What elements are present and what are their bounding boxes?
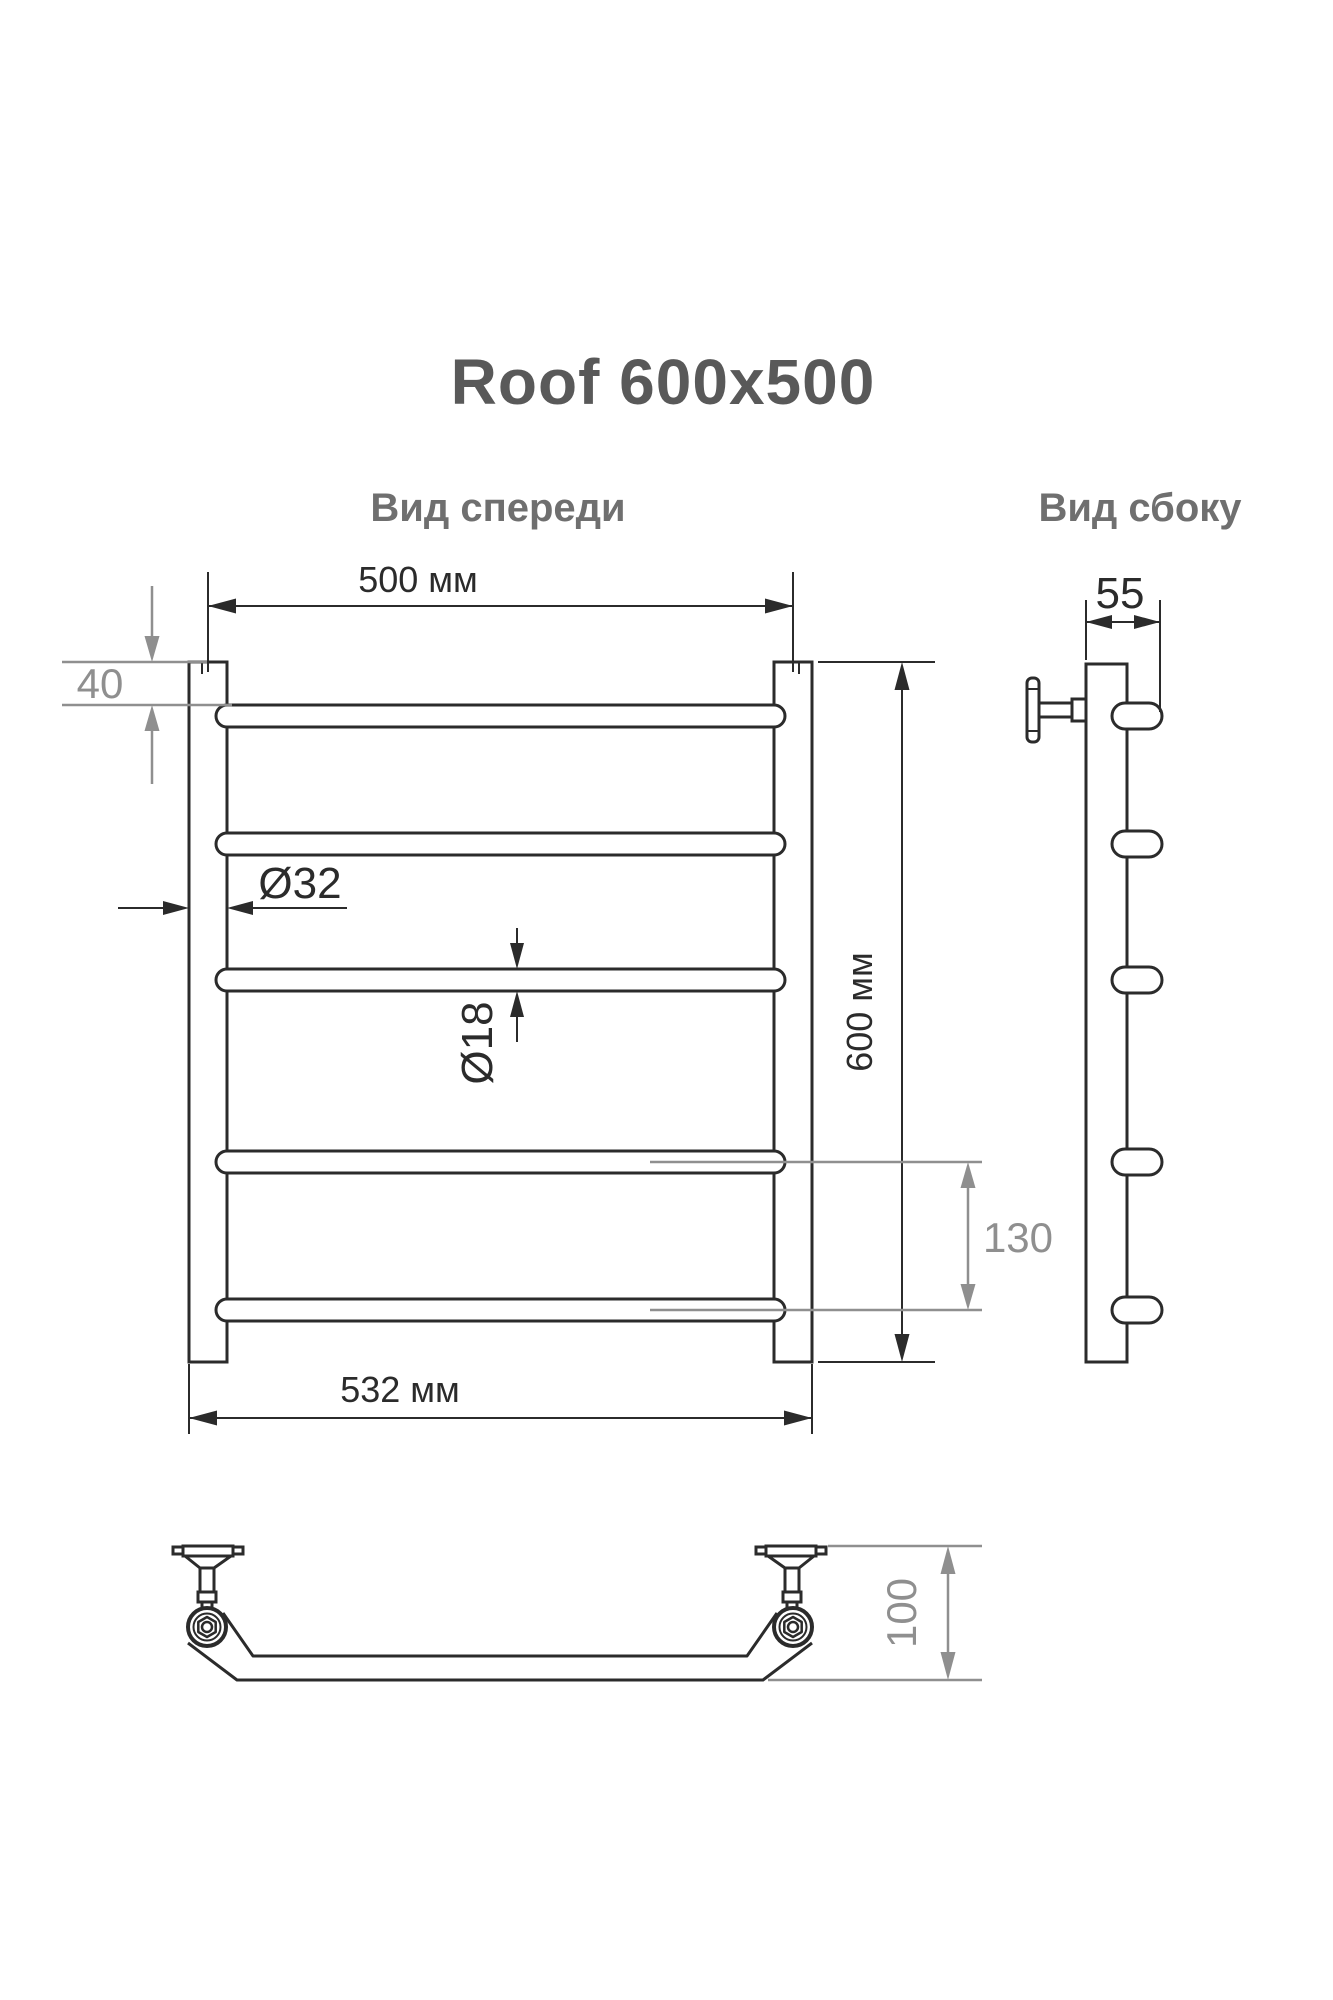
front-rung-1 <box>214 703 787 729</box>
dimension-height-label: 600 мм <box>839 952 880 1072</box>
front-rung-2 <box>214 831 787 857</box>
dimension-rung-spacing-label: 130 <box>983 1214 1053 1261</box>
dimension-top-offset: 40 <box>62 586 232 784</box>
front-view <box>187 660 814 1364</box>
bottom-right-bracket-plate <box>764 1544 818 1558</box>
dimension-top-width: 500 мм <box>207 559 794 672</box>
side-rung-end-5 <box>1110 1295 1164 1325</box>
side-view <box>1025 662 1164 1364</box>
side-rung-ends <box>1110 701 1164 1325</box>
dimension-rung-diameter-label: Ø18 <box>453 1001 502 1084</box>
dimension-wall-offset: 100 <box>768 1544 982 1682</box>
side-rail <box>1084 662 1129 1364</box>
side-bracket-plate <box>1025 676 1041 744</box>
dimension-side-depth-label: 55 <box>1096 569 1145 618</box>
side-rung-end-3 <box>1110 965 1164 995</box>
bottom-left-bracket <box>171 1544 245 1613</box>
front-right-post <box>772 660 814 1364</box>
bottom-left-bracket-stem <box>198 1566 216 1594</box>
dimension-outer-width: 532 мм <box>188 1364 813 1434</box>
side-rung-end-1 <box>1110 701 1164 731</box>
bottom-right-valve <box>772 1606 814 1648</box>
front-rung-3 <box>214 967 787 993</box>
dimension-outer-width-label: 532 мм <box>340 1369 460 1410</box>
bottom-tube <box>187 1612 813 1682</box>
front-view-label: Вид спереди <box>370 486 625 530</box>
bottom-left-valve <box>186 1606 228 1648</box>
side-view-label: Вид сбоку <box>1038 486 1242 530</box>
dimension-post-diameter-label: Ø32 <box>258 859 341 908</box>
dimension-rung-diameter: Ø18 <box>453 928 524 1085</box>
bottom-right-bracket-stem <box>783 1566 801 1594</box>
bottom-view <box>171 1544 828 1682</box>
side-wall-bracket <box>1025 676 1090 744</box>
dimension-height: 600 мм <box>818 661 935 1363</box>
dimension-rung-spacing: 130 <box>650 1160 1053 1312</box>
front-rungs <box>214 703 787 1323</box>
front-left-post <box>187 660 229 1364</box>
dimension-top-offset-label: 40 <box>77 660 124 707</box>
page-title: Roof 600x500 <box>451 346 876 418</box>
dimension-side-depth: 55 <box>1085 569 1161 712</box>
bottom-right-bracket <box>754 1544 828 1613</box>
side-rung-end-2 <box>1110 829 1164 859</box>
dimension-post-diameter: Ø32 <box>118 859 347 915</box>
dimension-wall-offset-label: 100 <box>878 1578 925 1648</box>
bottom-left-bracket-plate <box>181 1544 235 1558</box>
dimension-top-width-label: 500 мм <box>358 559 478 600</box>
side-rung-end-4 <box>1110 1147 1164 1177</box>
